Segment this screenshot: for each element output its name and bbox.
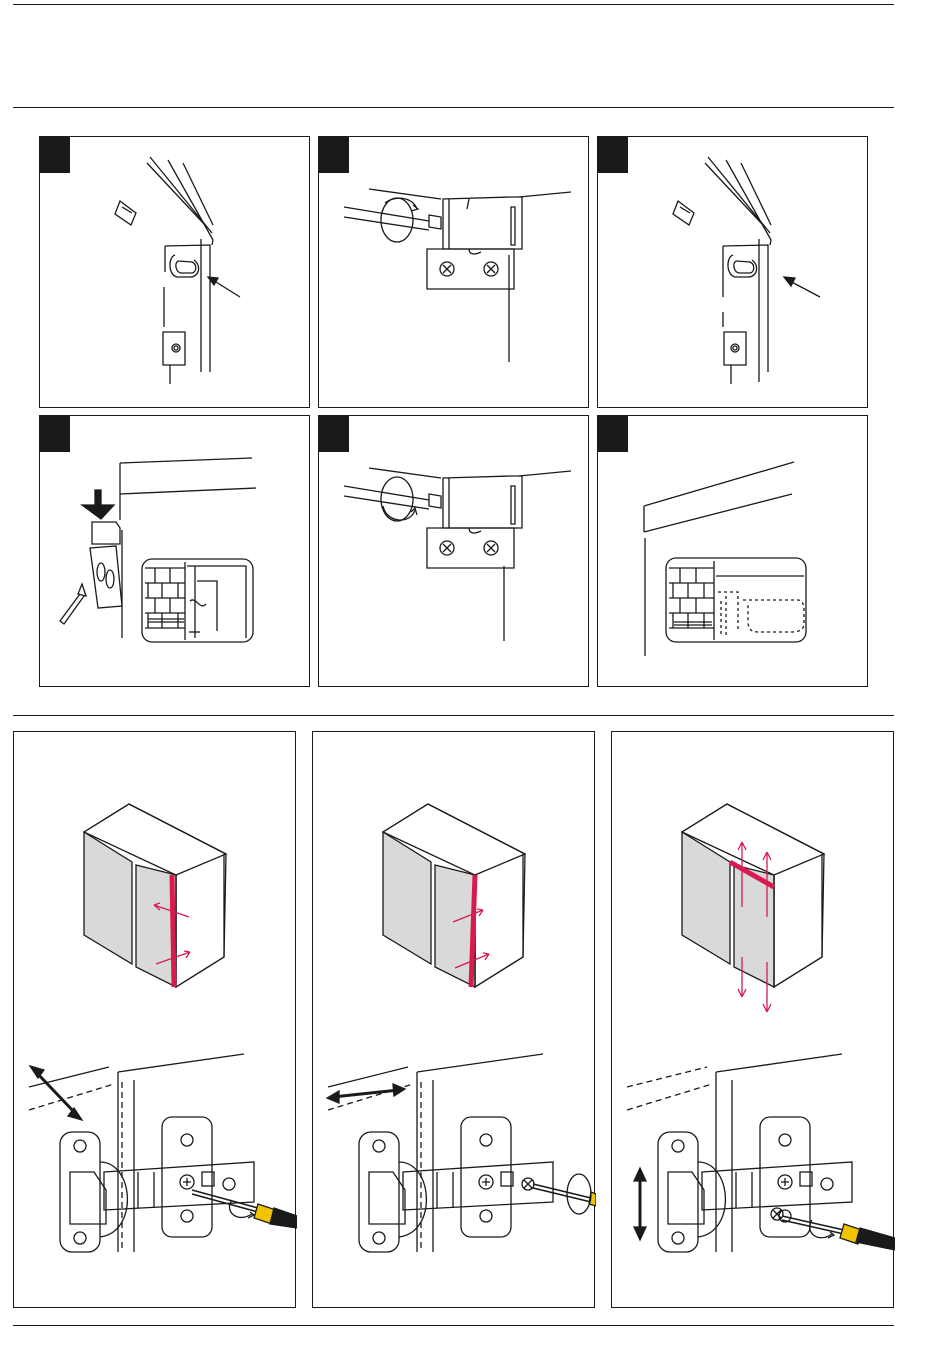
step-4-panel (39, 415, 310, 687)
header-rule (13, 107, 894, 108)
step-1-panel (39, 136, 310, 408)
step-2-panel (318, 136, 589, 408)
hinge-clip-press-icon (598, 137, 869, 409)
screw-tighten-icon (319, 137, 590, 409)
footer-rule (13, 1325, 894, 1326)
diagonal-arrow-icon (14, 732, 297, 1309)
top-rule (13, 4, 894, 5)
step-3-panel (597, 136, 868, 408)
screw-tighten-icon (319, 416, 590, 688)
step-5-panel (318, 415, 589, 687)
depth-adjustment-panel (312, 731, 595, 1308)
section-divider-rule (13, 715, 894, 716)
wall-mount-press-icon (40, 416, 311, 688)
vertical-arrow-icon (612, 732, 895, 1309)
hinge-clip-press-icon (40, 137, 311, 409)
height-adjustment-panel (611, 731, 894, 1308)
step-6-panel (597, 415, 868, 687)
cabinet-mounted-icon (598, 416, 869, 688)
horizontal-arrow-icon (313, 732, 596, 1309)
side-adjustment-panel (13, 731, 296, 1308)
